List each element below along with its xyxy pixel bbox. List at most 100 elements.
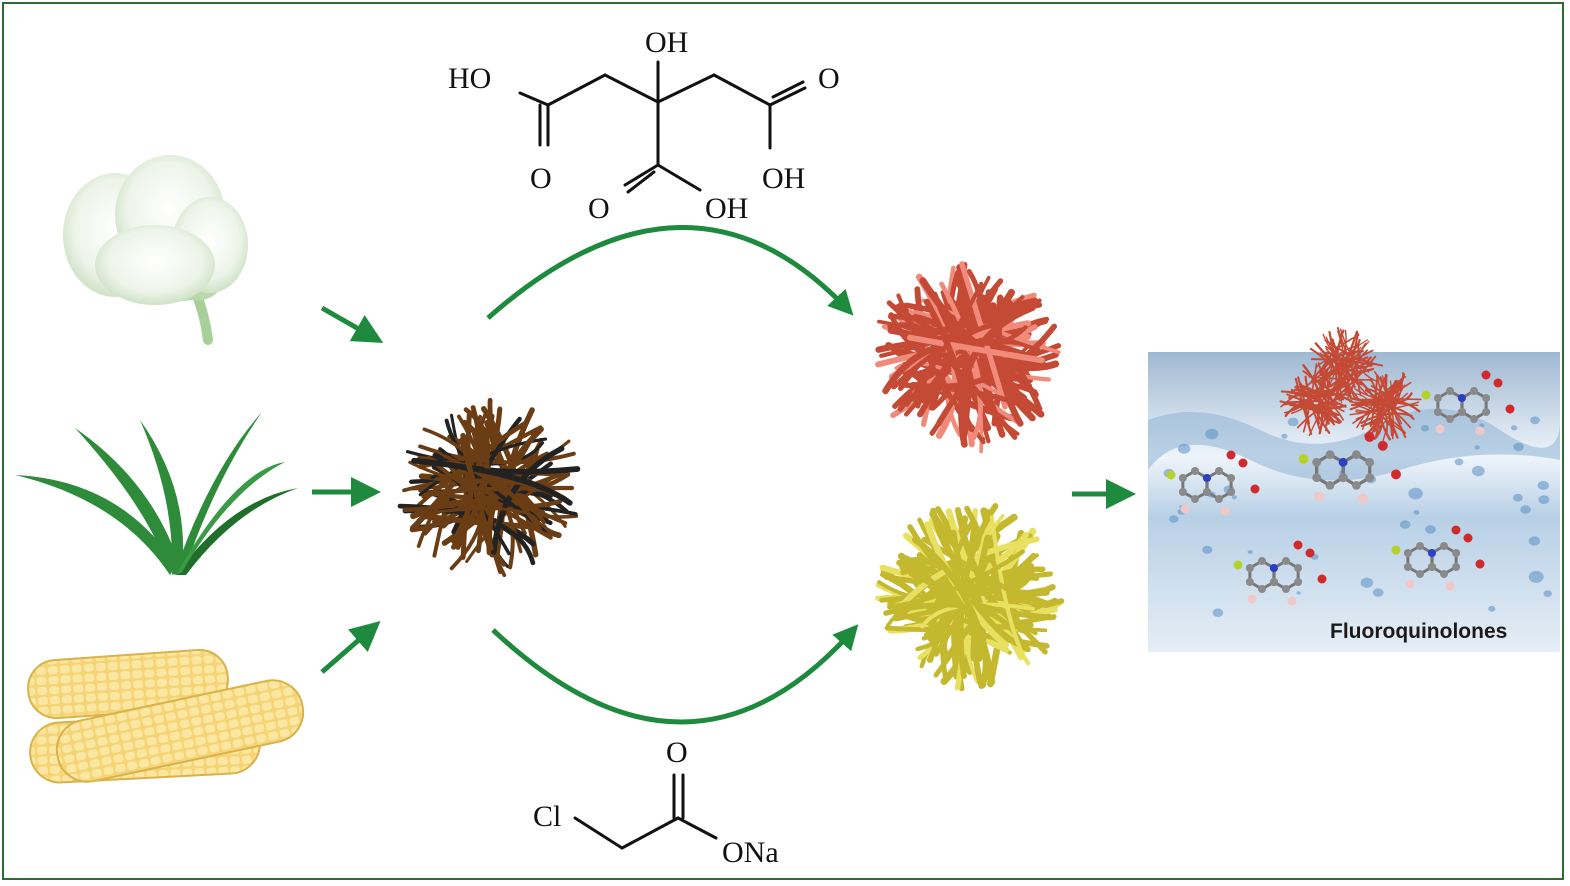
molecule-atom — [1245, 578, 1254, 586]
molecule-atom — [1358, 493, 1368, 504]
molecule-atom — [1427, 549, 1436, 557]
arrow-corn-to-fiber — [320, 621, 381, 674]
molecule-atom — [1314, 491, 1324, 502]
fiber-strand — [1324, 345, 1343, 395]
molecule-atom — [1470, 415, 1478, 423]
water-droplet — [1510, 425, 1518, 431]
water-droplet — [1479, 423, 1485, 428]
citric-acid-modified-fiber-ball — [875, 261, 1062, 454]
water-droplet — [1399, 520, 1411, 529]
molecule-atom — [1493, 378, 1503, 388]
fiber-strand — [989, 515, 1031, 666]
water-droplet — [1287, 417, 1299, 427]
molecule-atom — [1440, 542, 1448, 550]
fiber-strand — [1361, 380, 1403, 430]
water-droplet — [1474, 445, 1480, 450]
water-droplet — [1205, 428, 1219, 440]
molecule-atom — [1445, 581, 1455, 591]
molecule-atom — [1352, 450, 1361, 459]
fiber-strand — [1280, 366, 1331, 408]
fiber-strand — [1317, 362, 1345, 413]
citric-o-right: O — [818, 62, 840, 95]
arrow-citric-acid-reaction — [486, 225, 854, 320]
molecule-atom — [1269, 564, 1278, 572]
arrow-chloroacetate-reaction — [491, 624, 859, 725]
molecule-atom — [1433, 394, 1442, 402]
water-droplet — [1488, 605, 1496, 612]
molecule-atom — [1403, 549, 1412, 557]
molecule-atom — [1202, 488, 1211, 496]
molecule-atom — [1482, 408, 1491, 416]
fluoroquinolone-adsorption-panel: Fluoroquinolones — [1148, 326, 1560, 652]
fiber-strand — [1356, 342, 1367, 397]
water-droplet — [1169, 515, 1179, 523]
molecule-atom — [1317, 574, 1327, 584]
fluoroquinolones-label: Fluoroquinolones — [1330, 620, 1507, 643]
molecule-atom — [1391, 469, 1401, 480]
molecule-atom — [1294, 578, 1303, 586]
water-droplet — [1202, 545, 1213, 555]
water-droplet — [1471, 465, 1485, 477]
molecule-atom — [1338, 473, 1348, 483]
citric-o-left: O — [530, 162, 552, 195]
molecule-atom — [1245, 564, 1254, 572]
chloroacetate-cl: Cl — [533, 800, 561, 833]
chloroacetate-o-top: O — [666, 736, 688, 769]
water-droplet — [1520, 505, 1531, 514]
molecule-atom — [1220, 506, 1230, 516]
fiber-strand — [1354, 393, 1396, 434]
water-droplet — [1543, 590, 1552, 597]
fiber-strand — [1368, 371, 1404, 435]
water-droplet — [1408, 487, 1423, 500]
water-droplet — [1537, 480, 1550, 490]
fiber-strand — [1324, 351, 1356, 388]
water-droplet — [1372, 588, 1384, 597]
molecule-atom — [1294, 564, 1303, 572]
molecule-atom — [1202, 474, 1211, 482]
molecule-atom — [1238, 458, 1248, 468]
fiber-strand — [904, 281, 984, 407]
molecule-atom — [1475, 426, 1485, 436]
fiber-strand — [923, 298, 970, 442]
citric-oh-top: OH — [645, 26, 688, 59]
molecule-atom — [1298, 454, 1309, 464]
molecule-atom — [1282, 557, 1290, 565]
molecule-atom — [1433, 408, 1442, 416]
fiber-strand — [1364, 373, 1388, 437]
fluoroquinolone-molecule — [1298, 432, 1401, 504]
fiber-strand — [1311, 358, 1373, 366]
molecule-atom — [1258, 557, 1266, 565]
fiber-strand — [418, 444, 576, 465]
molecule-atom — [1282, 585, 1290, 593]
water-droplet — [1413, 510, 1420, 515]
fiber-strand — [896, 293, 986, 445]
citric-oh-bottom: OH — [705, 192, 748, 225]
water-droplet — [1212, 608, 1224, 617]
fiber-strand — [1295, 406, 1338, 420]
molecule-atom — [1481, 370, 1491, 380]
molecule-atom — [1403, 563, 1412, 571]
fiber-strand — [939, 281, 984, 441]
fiber-strand — [954, 507, 1033, 632]
fiber-strand — [1381, 375, 1402, 425]
molecule-atom — [1293, 540, 1303, 550]
fiber-strand — [887, 549, 1025, 610]
water-droplet — [1281, 433, 1288, 439]
molecule-atom — [1269, 578, 1278, 586]
adsorbent-fiber-balls — [1279, 326, 1422, 443]
fiber-strand — [1295, 385, 1345, 421]
water-droplet — [1530, 416, 1540, 425]
fiber-strand — [1354, 398, 1421, 413]
fluoroquinolone-molecule — [1421, 370, 1515, 436]
fiber-strand — [908, 569, 989, 689]
molecule-atom — [1452, 549, 1461, 557]
molecule-atom — [1227, 474, 1236, 482]
chloroacetate-ona: ONa — [722, 836, 779, 869]
molecule-atom — [1312, 457, 1322, 467]
fiber-strand — [1322, 349, 1374, 377]
fiber-strand — [1370, 385, 1413, 407]
molecule-atom — [1247, 594, 1257, 604]
water-droplet — [1538, 495, 1550, 505]
fluoroquinolone-molecule — [1391, 525, 1485, 591]
